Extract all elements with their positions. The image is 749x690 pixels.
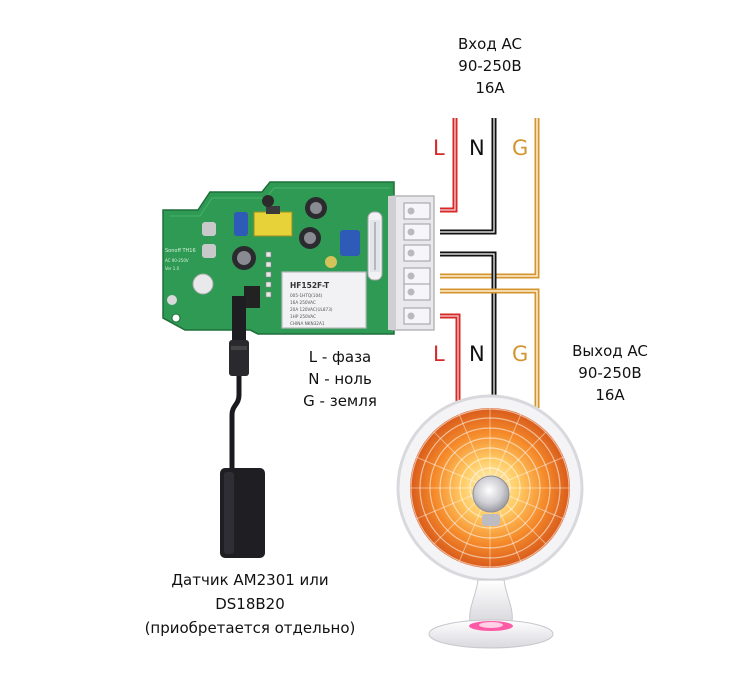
sensor-caption-line1: Датчик AM2301 или	[171, 571, 329, 589]
input-wire-ground	[440, 118, 540, 279]
sensor-caption-line3: (приобретается отдельно)	[144, 619, 356, 637]
sensor-probe	[220, 468, 265, 558]
output-wire-neutral	[440, 251, 497, 405]
output-wire-live	[440, 313, 461, 412]
relay-label-rating2: 20A 120VAC(UL873)	[290, 307, 333, 312]
output-label-l: L	[433, 342, 445, 366]
legend-ground: G - земля	[303, 392, 377, 410]
input-label-l: L	[433, 136, 445, 160]
output-spec-current: 16А	[595, 386, 625, 404]
relay-label-model: HF152F-T	[290, 281, 330, 290]
output-spec-block: Выход AC 90-250В 16А	[548, 340, 672, 406]
output-spec-voltage: 90-250В	[578, 364, 642, 382]
output-label-g: G	[512, 342, 529, 366]
input-spec-current: 16А	[475, 79, 505, 97]
board-silk-ver: Ver 1.0	[165, 266, 180, 271]
relay-board: HF152F-T 005-1HTQ(104) 16A 250VAC 20A 12…	[162, 181, 435, 376]
board-silk-ac: AC 90-250V	[165, 258, 189, 263]
legend-neutral: N - ноль	[308, 370, 372, 388]
input-label-g: G	[512, 136, 529, 160]
sensor-caption: Датчик AM2301 или DS18B20 (приобретается…	[120, 568, 380, 640]
output-wire-ground	[440, 288, 540, 408]
board-silk-model: Sonoff TH16	[165, 248, 196, 254]
relay-label-origin: CHINA NKN32A1	[290, 321, 325, 326]
wire-legend: L - фаза N - ноль G - земля	[280, 346, 400, 412]
sensor-cable	[229, 376, 242, 485]
input-spec-block: Вход AC 90-250В 16А	[430, 33, 550, 99]
input-wire-neutral	[440, 118, 497, 235]
relay-label-rating1: 16A 250VAC	[290, 300, 316, 305]
output-label-n: N	[469, 342, 485, 366]
relay-label-code: 005-1HTQ(104)	[290, 293, 323, 298]
input-spec-title: Вход AC	[458, 35, 522, 53]
terminal-screws	[403, 202, 431, 325]
input-spec-voltage: 90-250В	[458, 57, 522, 75]
sensor-caption-line2: DS18B20	[215, 595, 285, 613]
relay-label-rating3: 1HP 250VAC	[290, 314, 316, 319]
input-label-n: N	[469, 136, 485, 160]
heater	[396, 394, 584, 649]
input-wire-live	[440, 118, 458, 213]
legend-live: L - фаза	[308, 348, 372, 366]
output-spec-title: Выход AC	[572, 342, 648, 360]
